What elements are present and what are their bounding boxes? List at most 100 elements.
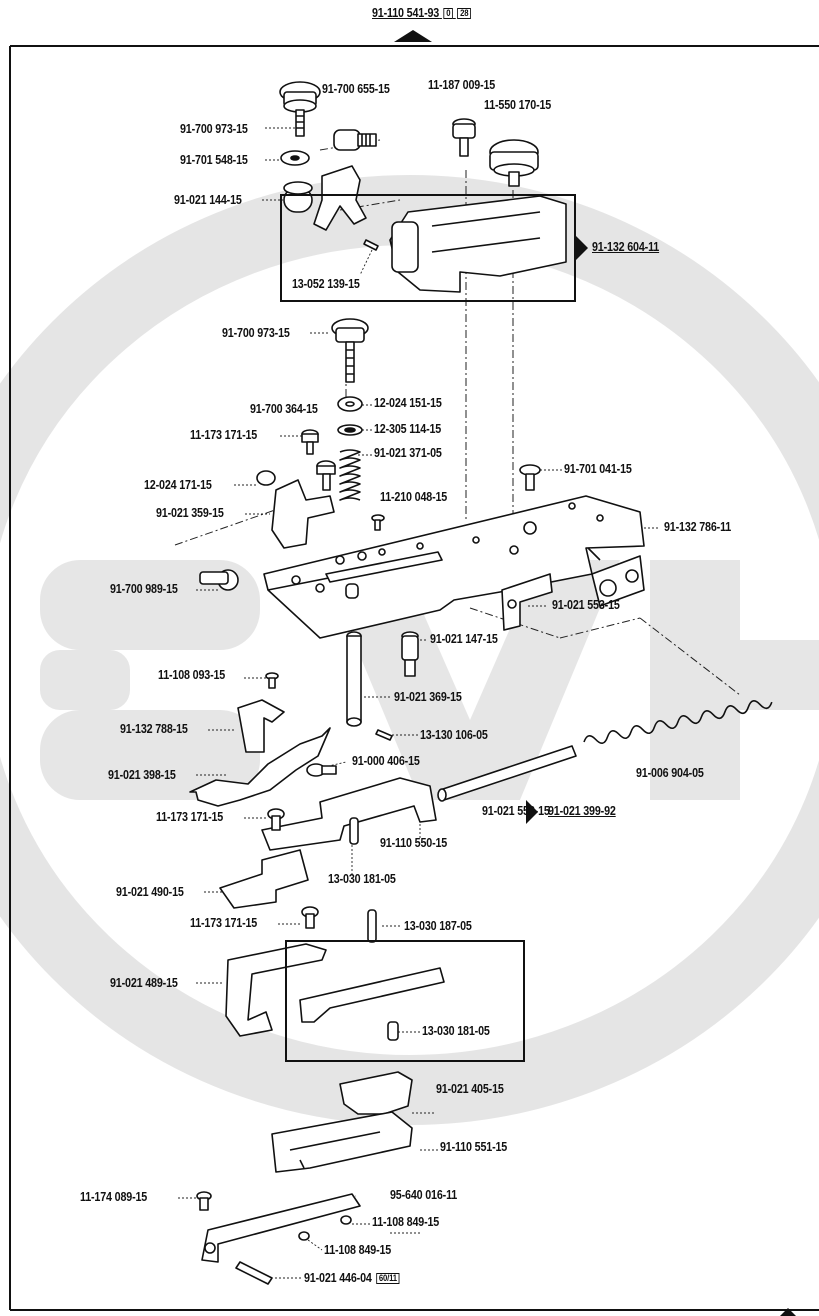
label-a16: 12-024 171-15	[144, 478, 212, 492]
screw-91-700-989	[199, 569, 239, 591]
assembly-box-399	[285, 940, 525, 1062]
label-a29: 91-021 398-15	[108, 768, 176, 782]
arm-95-640	[201, 1193, 361, 1263]
leader-lines	[178, 127, 660, 1279]
header-box-1: 0	[443, 8, 453, 20]
nut-12-024-171	[256, 470, 276, 486]
header-arrow	[394, 30, 432, 42]
stud-screw	[333, 129, 377, 151]
label-a31: 11-173 171-15	[156, 810, 224, 824]
label-a11: 91-700 364-15	[250, 402, 318, 416]
label-a24: 91-021 369-15	[394, 690, 462, 704]
label-a02: 11-187 009-15	[428, 78, 496, 92]
screw-91-000-406	[306, 763, 337, 777]
thumb-screw-mid	[331, 318, 369, 383]
screw-small-top	[452, 118, 476, 157]
label-a34: 91-021 490-15	[116, 885, 184, 899]
label-a27: 91-000 406-15	[352, 754, 420, 768]
label-a12: 12-305 114-15	[374, 422, 442, 436]
pin-13-030-181	[349, 817, 359, 845]
lever-398	[189, 727, 331, 807]
label-a21: 91-021 553-15	[552, 598, 620, 612]
thumb-screw-top	[279, 81, 321, 137]
label-a35: 11-173 171-15	[190, 916, 258, 930]
label-a37: 91-021 489-15	[110, 976, 178, 990]
label-a46: 91-021 446-04 60/11	[304, 1271, 400, 1285]
frame	[9, 45, 819, 1311]
eye-bracket	[591, 555, 645, 607]
screw-91-701-041	[519, 464, 541, 491]
label-a14: 91-021 371-05	[374, 446, 442, 460]
label-a23: 11-108 093-15	[158, 668, 226, 682]
label-a39: 13-030 181-05	[422, 1024, 490, 1038]
screw-11-108-849-a	[340, 1215, 352, 1225]
bracket-489	[225, 943, 327, 1037]
label-a28: 91-006 904-05	[636, 766, 704, 780]
label-a44: 11-108 849-15	[372, 1215, 440, 1229]
label-a10: 12-024 151-15	[374, 396, 442, 410]
slider-490	[219, 849, 309, 909]
footer-arrow	[780, 1308, 796, 1316]
label-a06: 91-021 144-15	[174, 193, 242, 207]
pin-13-130-106	[375, 729, 393, 741]
shaft-552	[437, 745, 577, 802]
label-a43: 95-640 016-11	[390, 1188, 458, 1202]
label-a40: 91-021 405-15	[436, 1082, 504, 1096]
arm-550	[261, 777, 437, 851]
pin	[363, 239, 379, 251]
screw-11-174	[196, 1191, 212, 1211]
header-box-2: 28	[457, 8, 471, 20]
label-a08: 13-052 139-15	[292, 277, 360, 291]
label-a09: 91-700 973-15	[222, 326, 290, 340]
label-a33: 13-030 181-05	[328, 872, 396, 886]
nut-mid	[337, 396, 363, 412]
washer-mid	[337, 424, 363, 436]
label-a26: 13-130 106-05	[420, 728, 488, 742]
bracket-788	[237, 699, 285, 753]
knob-large	[489, 139, 539, 187]
shaft-369	[346, 631, 362, 727]
spring-904	[583, 700, 773, 744]
header-reference: 91-110 541-93 0 28	[372, 6, 471, 20]
callout-arrow-604	[576, 236, 588, 260]
plate-405	[339, 1071, 413, 1115]
label-a15: 91-701 041-15	[564, 462, 632, 476]
screw-91-700-364	[316, 460, 336, 491]
label-a17: 11-210 048-15	[380, 490, 448, 504]
label-a13: 11-173 171-15	[190, 428, 258, 442]
bracket-359	[271, 479, 335, 549]
callout-arrow-399	[526, 800, 538, 824]
screw-11-173-b	[267, 808, 285, 831]
label-a42: 11-174 089-15	[80, 1190, 148, 1204]
label-a19: 91-132 786-11	[664, 520, 732, 534]
block-551	[271, 1111, 413, 1173]
parts	[189, 81, 773, 1285]
screw-11-108-849-b	[298, 1231, 310, 1241]
label-a18: 91-021 359-15	[156, 506, 224, 520]
assembly-box-604	[280, 194, 576, 302]
bracket-553	[501, 573, 553, 631]
label-a41: 91-110 551-15	[440, 1140, 508, 1154]
label-a25: 91-132 788-15	[120, 722, 188, 736]
screw-11-173	[301, 429, 319, 455]
screw-11-210	[371, 514, 385, 531]
label-a38: 91-021 399-92	[548, 804, 616, 818]
label-a03: 11-550 170-15	[484, 98, 552, 112]
header-ref-text: 91-110 541-93	[372, 6, 440, 20]
stud-147	[401, 631, 419, 677]
label-a22: 91-021 147-15	[430, 632, 498, 646]
label-a20: 91-700 989-15	[110, 582, 178, 596]
pin-446	[235, 1261, 273, 1285]
spring-mid	[339, 449, 361, 501]
watermark-letters	[40, 560, 819, 800]
label-a36: 13-030 187-05	[404, 919, 472, 933]
slider-399	[299, 967, 445, 1023]
base-plate-holes	[291, 502, 604, 593]
label-a05: 91-701 548-15	[180, 153, 248, 167]
bracket-hook	[313, 165, 367, 231]
screw-11-173-c	[301, 906, 319, 929]
label-a45: 11-108 849-15	[324, 1243, 392, 1257]
label-a07: 91-132 604-11	[592, 240, 660, 254]
